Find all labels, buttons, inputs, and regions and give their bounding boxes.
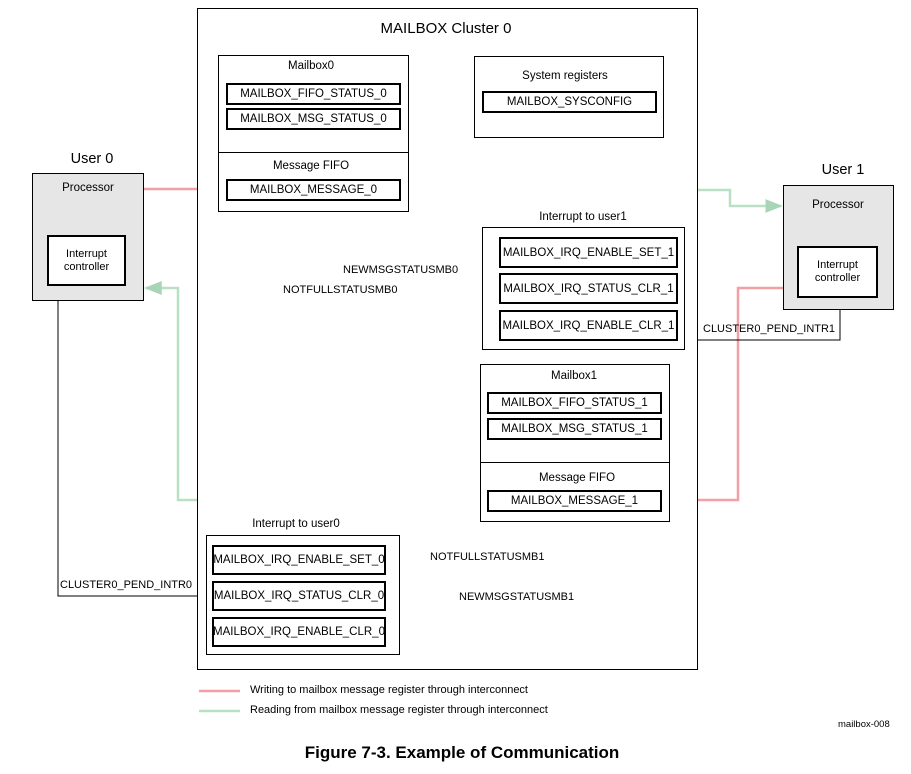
mailbox-fifo-status-1: MAILBOX_FIFO_STATUS_1 — [487, 392, 662, 414]
mailbox-message-0: MAILBOX_MESSAGE_0 — [226, 179, 401, 201]
cluster0-pend-intr0-line — [55, 287, 208, 597]
mailbox-fifo-status-0: MAILBOX_FIFO_STATUS_0 — [226, 83, 401, 105]
mailbox-irq-enable-clr-0: MAILBOX_IRQ_ENABLE_CLR_0 — [212, 617, 386, 647]
cluster0-pend-intr0-label: CLUSTER0_PEND_INTR0 — [60, 579, 193, 591]
newmsgstatus-mb1-label: NEWMSGSTATUSMB1 — [459, 591, 575, 603]
user1-interrupt-controller-label: Interrupt controller — [814, 259, 861, 284]
user0-processor-label: Processor — [62, 182, 114, 194]
mailbox-irq-enable-set-1: MAILBOX_IRQ_ENABLE_SET_1 — [499, 237, 678, 268]
legend-read-label: Reading from mailbox message register th… — [250, 704, 548, 716]
mailbox-sysconfig: MAILBOX_SYSCONFIG — [482, 91, 657, 113]
cluster0-pend-intr1-line — [684, 299, 843, 341]
mailbox1-divider — [480, 462, 670, 463]
cluster-title: MAILBOX Cluster 0 — [380, 20, 512, 37]
irq-user1-title: Interrupt to user1 — [539, 211, 627, 223]
system-registers-title: System registers — [522, 70, 608, 82]
figure-id: mailbox-008 — [838, 719, 890, 730]
irq-user0-title: Interrupt to user0 — [252, 518, 340, 530]
mailbox-msg-status-1: MAILBOX_MSG_STATUS_1 — [487, 418, 662, 440]
user1-processor-label: Processor — [812, 199, 864, 211]
newmsgstatus-mb0-label: NEWMSGSTATUSMB0 — [343, 264, 459, 276]
mailbox0-divider — [218, 152, 409, 153]
mailbox0-title: Mailbox0 — [287, 60, 335, 72]
user0-interrupt-controller-label: Interrupt controller — [63, 247, 110, 273]
user1-title: User 1 — [821, 162, 865, 178]
write-path-user1-to-message1 — [669, 286, 783, 507]
user1-interrupt-controller: Interrupt controller — [797, 246, 878, 298]
mailbox-msg-status-0: MAILBOX_MSG_STATUS_0 — [226, 108, 401, 130]
cluster0-pend-intr1-label: CLUSTER0_PEND_INTR1 — [703, 323, 836, 335]
notfullstatus-mb0-label: NOTFULLSTATUSMB0 — [283, 284, 398, 296]
mailbox1-fifo-title: Message FIFO — [538, 472, 616, 484]
mailbox0-fifo-title: Message FIFO — [272, 160, 350, 172]
mailbox1-title: Mailbox1 — [550, 370, 598, 382]
user0-interrupt-controller: Interrupt controller — [47, 235, 126, 286]
notfullstatus-mb1-label: NOTFULLSTATUSMB1 — [430, 551, 545, 563]
mailbox-irq-status-clr-0: MAILBOX_IRQ_STATUS_CLR_0 — [212, 581, 386, 611]
mailbox-irq-status-clr-1: MAILBOX_IRQ_STATUS_CLR_1 — [499, 273, 678, 304]
mailbox-irq-enable-set-0: MAILBOX_IRQ_ENABLE_SET_0 — [212, 545, 386, 575]
user0-title: User 0 — [70, 151, 114, 167]
figure-caption: Figure 7-3. Example of Communication — [304, 743, 620, 762]
mailbox-message-1: MAILBOX_MESSAGE_1 — [487, 490, 662, 512]
legend-write-label: Writing to mailbox message register thro… — [250, 684, 528, 696]
mailbox-irq-enable-clr-1: MAILBOX_IRQ_ENABLE_CLR_1 — [499, 310, 678, 341]
